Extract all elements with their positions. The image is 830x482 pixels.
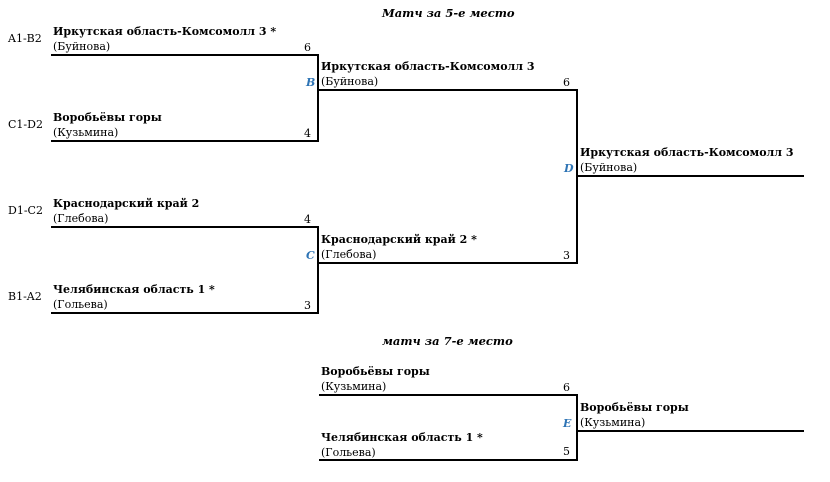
score: 6: [563, 381, 570, 394]
team-name: Воробьёвы горы: [53, 111, 162, 124]
match-label-c: C: [306, 249, 315, 262]
winner-coach-name: (Кузьмина): [580, 416, 646, 429]
bracket-line: [578, 430, 804, 432]
score: 3: [563, 249, 570, 262]
coach-name: (Кузьмина): [321, 380, 387, 393]
bracket-line: [578, 175, 804, 177]
team-name: Краснодарский край 2 *: [321, 233, 477, 246]
coach-name: (Кузьмина): [53, 126, 119, 139]
bracket-line: [319, 262, 578, 264]
winner-team-name: Иркутская область-Комсомолл 3: [580, 146, 794, 159]
team-name: Иркутская область-Комсомолл 3 *: [53, 25, 277, 38]
bracket-connector: [576, 394, 578, 461]
match-label-d: D: [564, 162, 574, 175]
bracket-line: [51, 140, 319, 142]
score: 4: [304, 127, 311, 140]
bracket-line: [319, 89, 578, 91]
score: 3: [304, 299, 311, 312]
team-name: Воробьёвы горы: [321, 365, 430, 378]
coach-name: (Буйнова): [321, 75, 379, 88]
team-name: Челябинская область 1 *: [53, 283, 215, 296]
bracket-line: [319, 394, 578, 396]
seed-label: C1-D2: [8, 118, 43, 131]
team-name: Краснодарский край 2: [53, 197, 200, 210]
bracket-line: [51, 54, 319, 56]
winner-coach-name: (Буйнова): [580, 161, 638, 174]
score: 4: [304, 213, 311, 226]
fifth-place-title: Матч за 5-е место: [382, 6, 515, 20]
seed-label: B1-A2: [8, 290, 42, 303]
seed-label: D1-C2: [8, 204, 43, 217]
coach-name: (Глебова): [321, 248, 377, 261]
coach-name: (Гольева): [321, 446, 376, 459]
coach-name: (Буйнова): [53, 40, 111, 53]
bracket-connector: [317, 54, 319, 142]
seed-label: A1-B2: [8, 32, 42, 45]
winner-team-name: Воробьёвы горы: [580, 401, 689, 414]
coach-name: (Глебова): [53, 212, 109, 225]
score: 6: [563, 76, 570, 89]
bracket-connector: [317, 226, 319, 314]
coach-name: (Гольева): [53, 298, 108, 311]
team-name: Челябинская область 1 *: [321, 431, 483, 444]
bracket-connector: [576, 89, 578, 264]
score: 6: [304, 41, 311, 54]
bracket-line: [319, 459, 578, 461]
bracket-line: [51, 226, 319, 228]
match-label-e: E: [563, 417, 572, 430]
match-label-b: B: [306, 76, 316, 89]
bracket-line: [51, 312, 319, 314]
seventh-place-title: матч за 7-е место: [382, 334, 513, 348]
score: 5: [563, 445, 570, 458]
team-name: Иркутская область-Комсомолл 3: [321, 60, 535, 73]
